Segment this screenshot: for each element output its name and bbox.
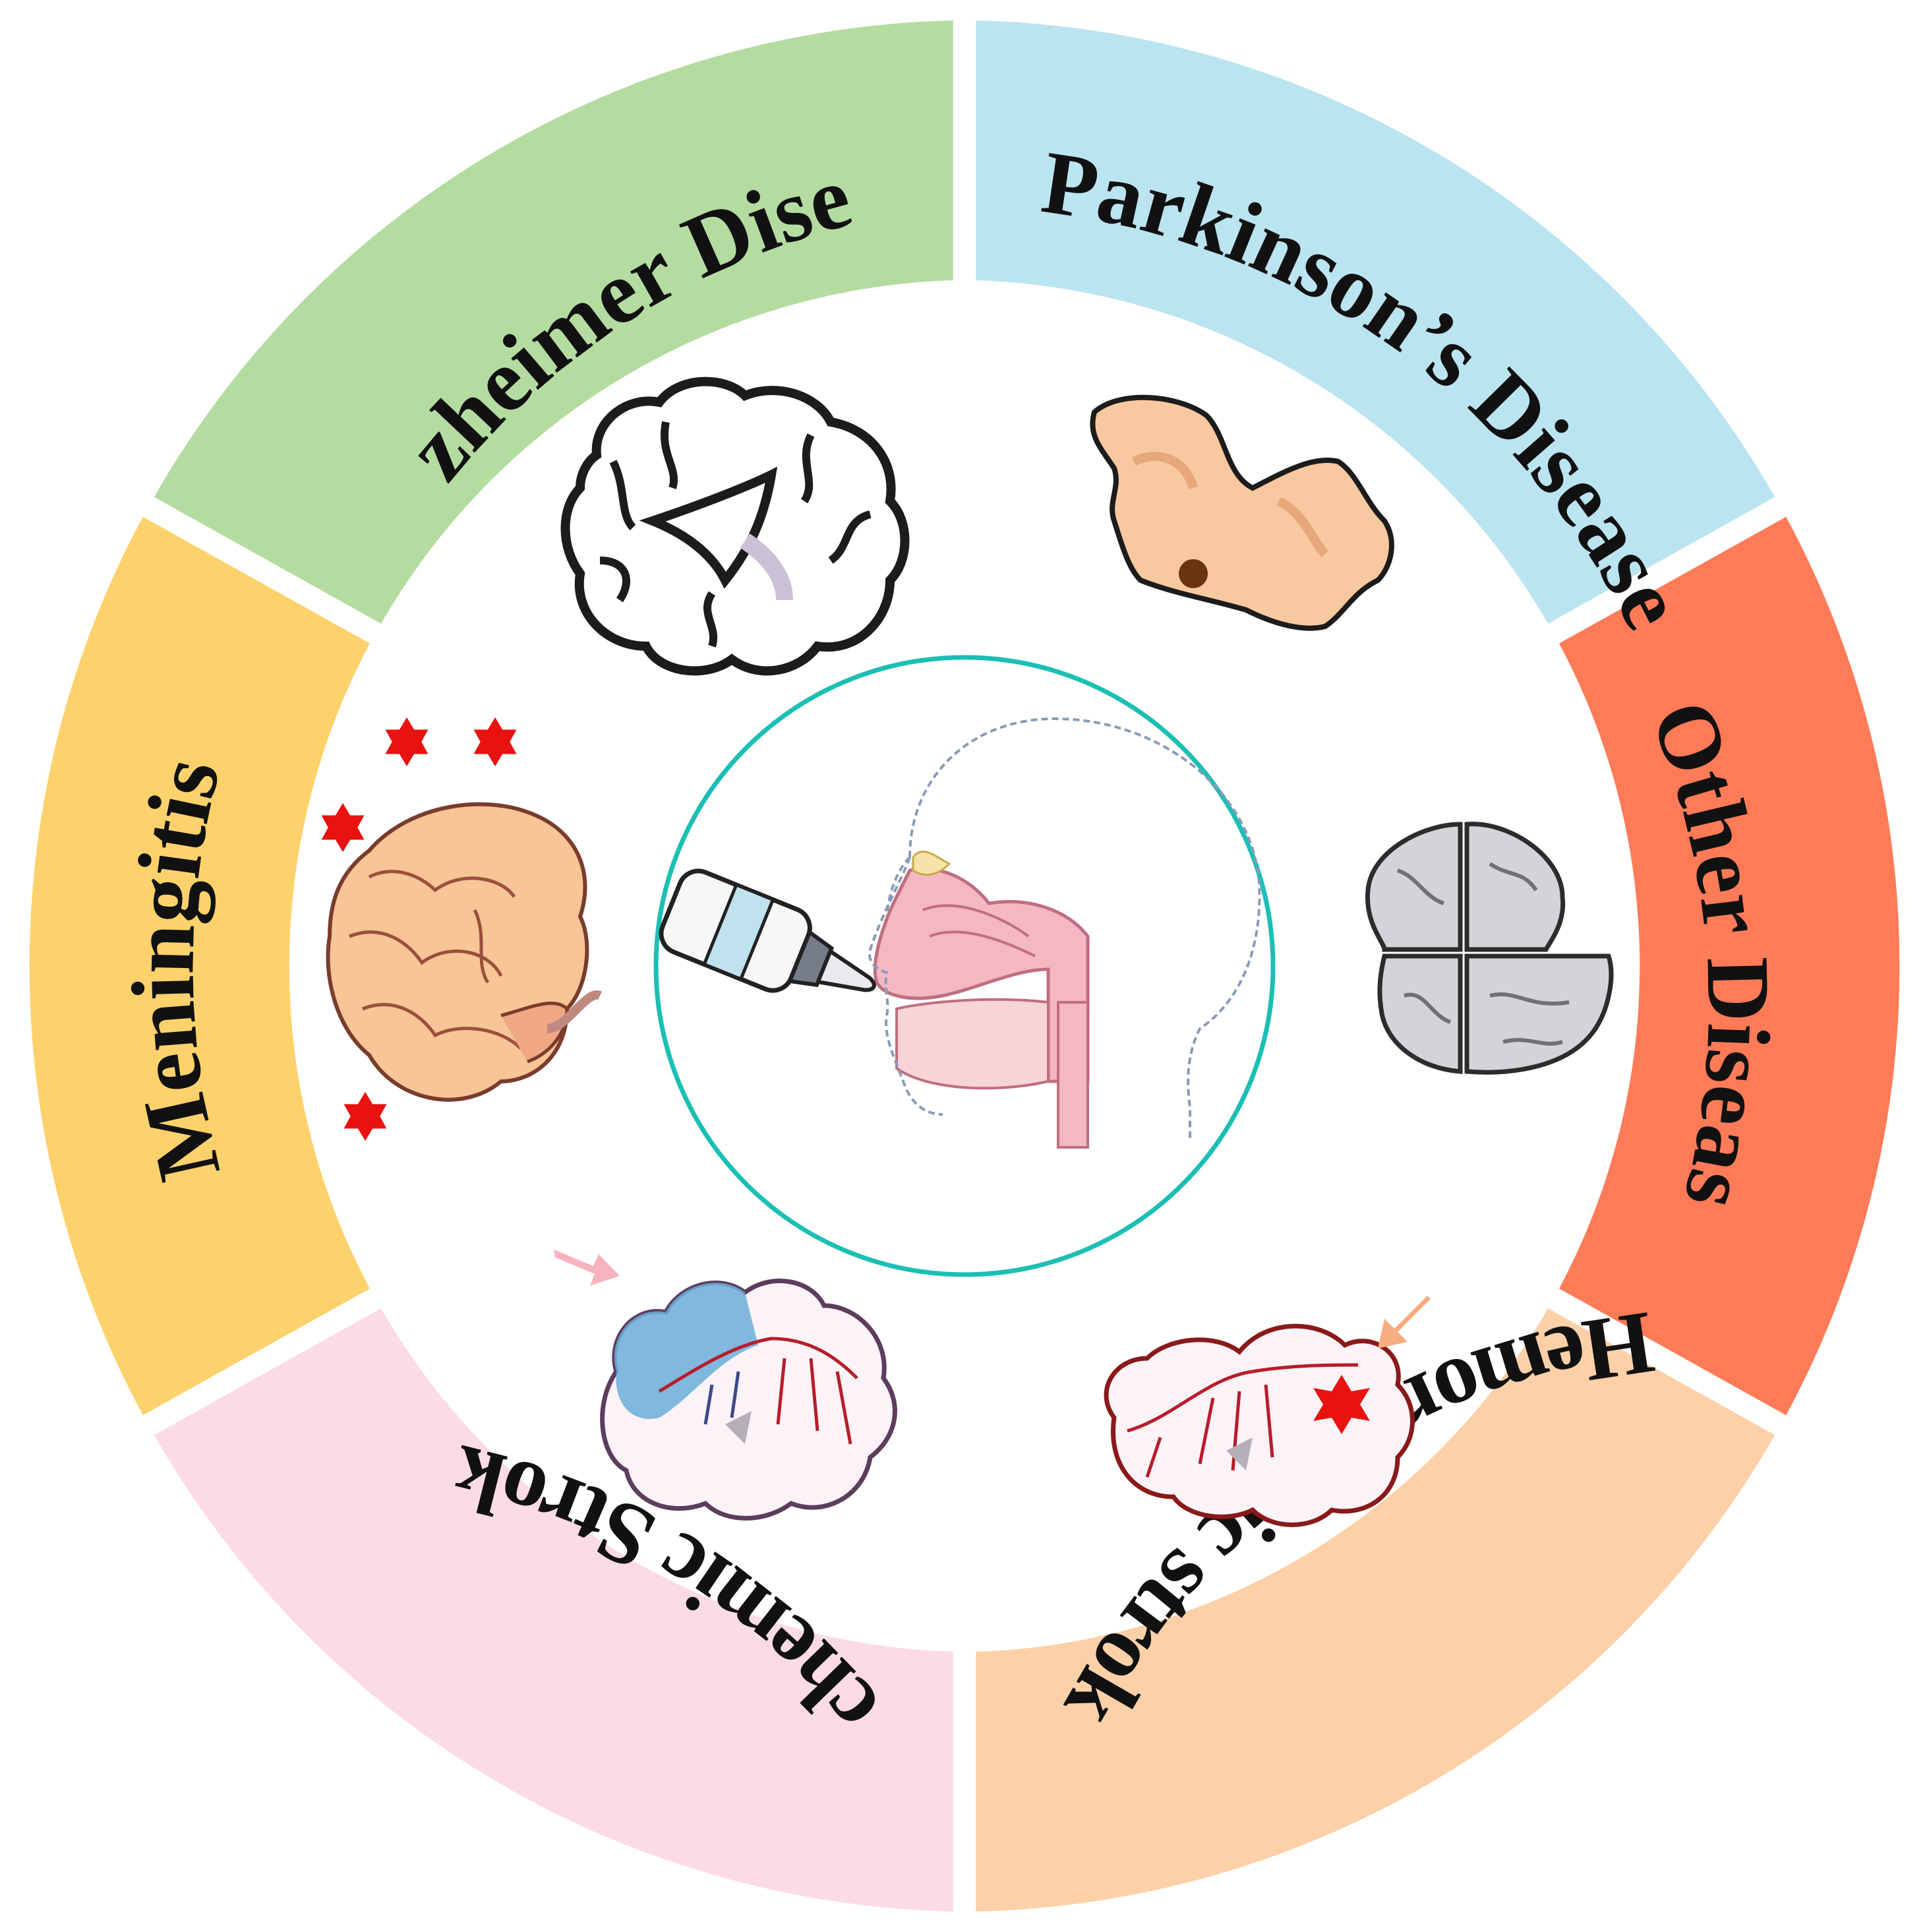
hemorrhage-star-icon — [1313, 1375, 1370, 1434]
segment-meningitis[interactable] — [29, 516, 370, 1416]
segment-ischemic-stroke[interactable] — [154, 1308, 953, 1912]
outer-ring — [29, 20, 1900, 1912]
inflamed-brain-icon — [318, 713, 603, 1145]
arrow-icon — [554, 1250, 620, 1286]
brain-section-atrophy-icon — [560, 377, 910, 676]
inflammation-star-icon — [318, 713, 520, 1145]
segment-other-disease[interactable] — [1559, 516, 1900, 1416]
dopaminergic-neuron-icon — [1090, 394, 1394, 631]
nasal-cavity — [873, 866, 1090, 1083]
nasal-dropper-icon — [659, 868, 876, 993]
segment-hemorrhagic-stroke[interactable] — [976, 1308, 1775, 1912]
brain-top-view-icon — [1365, 822, 1614, 1075]
head-outline — [908, 717, 1261, 1141]
brain-hemorrhage-icon — [1104, 1296, 1431, 1527]
segment-parkinson[interactable] — [976, 20, 1775, 624]
center-circle — [653, 655, 1276, 1277]
nasal-delivery-illustration — [868, 717, 1261, 1149]
segment-alzheimer[interactable] — [154, 20, 953, 624]
brain-ischemia-icon — [554, 1250, 897, 1521]
arrow-icon — [1378, 1296, 1431, 1348]
